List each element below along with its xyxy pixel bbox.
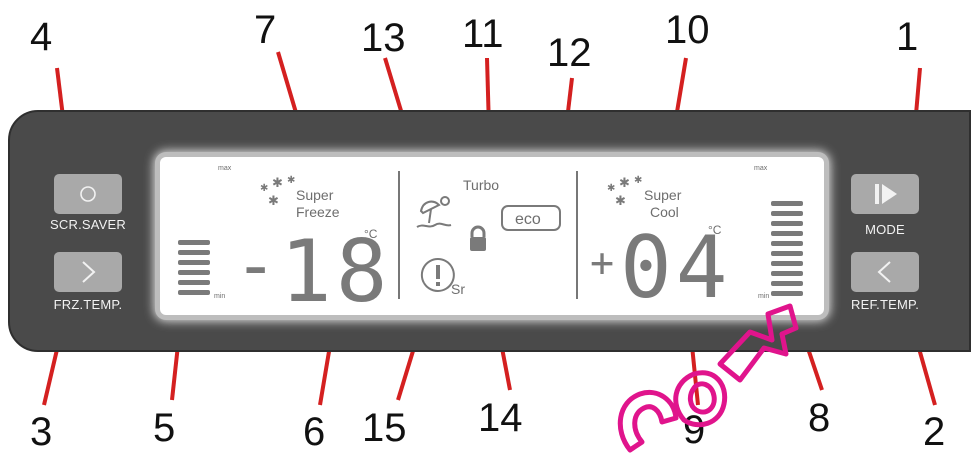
eco-label: eco <box>515 211 541 228</box>
lcd-display: max min ✱ ✱ ✱ ✱ Super Freeze - 18 °C Tur… <box>160 157 824 315</box>
callout-14: 14 <box>478 396 523 440</box>
screen-saver-label: SCR.SAVER <box>50 217 126 232</box>
callout-12: 12 <box>547 31 592 75</box>
fridge-unit: °C <box>708 223 722 237</box>
snowflakes-icon: ✱ ✱ ✱ ✱ <box>607 175 642 209</box>
super-freeze-line2: Freeze <box>296 204 340 220</box>
super-cool-line1: Super <box>644 187 682 203</box>
callout-3: 3 <box>30 410 53 454</box>
callout-1: 1 <box>896 15 919 59</box>
callout-8: 8 <box>808 396 831 440</box>
callout-5: 5 <box>153 406 176 450</box>
callout-4: 4 <box>30 15 53 59</box>
freezer-temp-button[interactable] <box>54 252 122 292</box>
fridge-min-label: min <box>758 293 770 300</box>
callout-6: 6 <box>303 410 326 454</box>
freezer-min-label: min <box>214 293 226 300</box>
svg-text:✱: ✱ <box>615 194 626 209</box>
callout-15: 15 <box>362 406 407 450</box>
freezer-max-label: max <box>218 165 232 172</box>
holiday-icon <box>416 196 452 228</box>
chevron-left-icon <box>877 261 891 283</box>
mode-button[interactable] <box>851 174 919 214</box>
play-bar-icon <box>875 184 897 204</box>
divider-right <box>576 171 578 299</box>
alarm-icon <box>420 257 455 292</box>
fridge-temp-button[interactable] <box>851 252 919 292</box>
fridge-level-bars <box>771 201 803 296</box>
circle-icon <box>80 186 96 202</box>
super-freeze-line1: Super <box>296 187 334 203</box>
svg-text:✱: ✱ <box>268 194 279 209</box>
fridge-sign: + <box>590 240 615 286</box>
freezer-temp-label: FRZ.TEMP. <box>53 297 123 312</box>
chevron-right-icon <box>82 261 96 283</box>
svg-text:✱: ✱ <box>272 176 283 191</box>
eco-badge <box>501 205 561 231</box>
svg-text:✱: ✱ <box>607 183 615 194</box>
svg-text:✱: ✱ <box>619 176 630 191</box>
freezer-temperature: 18 <box>280 222 392 322</box>
fridge-temp-label: REF.TEMP. <box>850 297 920 312</box>
freezer-level-bars <box>178 240 210 295</box>
freezer-unit: °C <box>364 227 378 241</box>
svg-text:✱: ✱ <box>260 183 268 194</box>
turbo-label: Turbo <box>463 177 500 193</box>
divider-left <box>398 171 400 299</box>
callout-10: 10 <box>665 8 710 52</box>
callout-7: 7 <box>254 8 277 52</box>
lock-icon <box>470 225 486 251</box>
watermark-graphic <box>617 303 799 453</box>
super-cool-line2: Cool <box>650 204 679 220</box>
mode-label: MODE <box>865 222 905 237</box>
callout-11: 11 <box>462 12 504 56</box>
fridge-max-label: max <box>754 165 768 172</box>
callout-13: 13 <box>361 16 406 60</box>
svg-text:✱: ✱ <box>287 175 295 186</box>
callout-2: 2 <box>923 410 946 454</box>
snowflakes-icon: ✱ ✱ ✱ ✱ <box>260 175 295 209</box>
svg-text:✱: ✱ <box>634 175 642 186</box>
screen-saver-button[interactable] <box>54 174 122 214</box>
freezer-sign: - <box>234 223 278 307</box>
sr-label: Sr <box>451 281 465 297</box>
fridge-temperature: 04 <box>620 218 732 318</box>
